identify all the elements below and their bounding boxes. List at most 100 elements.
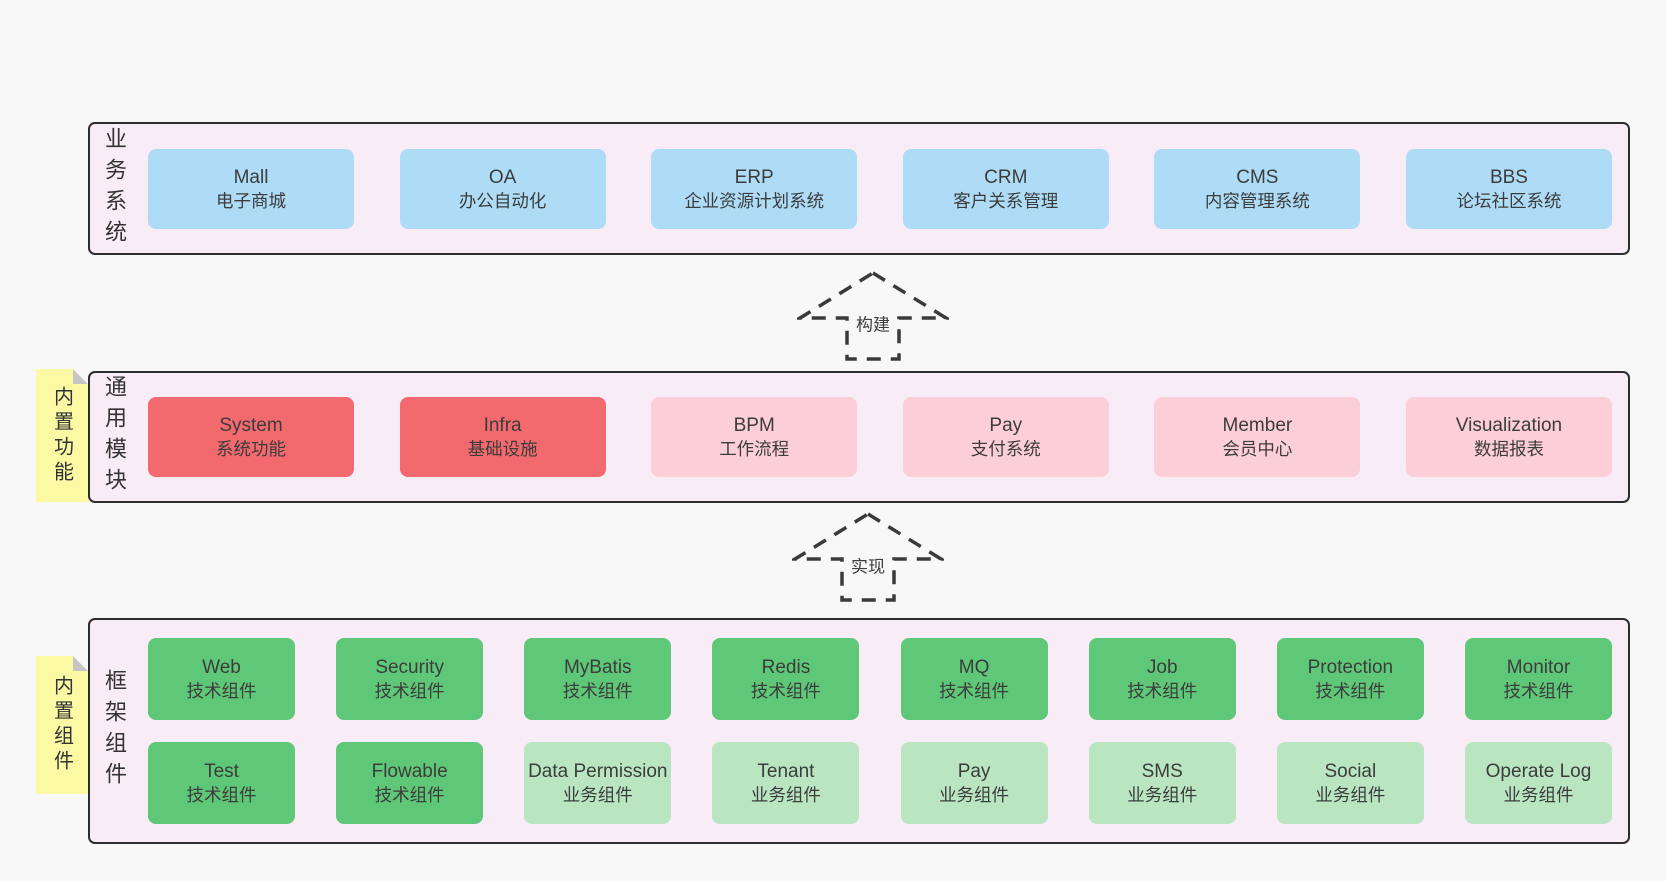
- box-subtitle: 业务组件: [1503, 785, 1574, 806]
- box-crm: CRM 客户关系管理: [902, 148, 1109, 229]
- box-monitor: Monitor 技术组件: [1464, 638, 1612, 720]
- folded-corner-icon: [73, 656, 88, 671]
- box-title: Social: [1324, 761, 1377, 783]
- box-infra: Infra 基础设施: [399, 397, 606, 477]
- box-bbs: BBS 论坛社区系统: [1405, 148, 1612, 229]
- layer-label-common-modules: 通用模块: [102, 375, 127, 499]
- layer-business-systems: 业务系统 Mall 电子商城 OA 办公自动化 ERP 企业资源计划系统 CRM…: [88, 122, 1630, 255]
- box-title: Monitor: [1506, 657, 1571, 679]
- sticky-note-builtin-features: 内置功能: [36, 369, 88, 502]
- sticky-note-builtin-components: 内置组件: [36, 656, 88, 794]
- framework-components-rows: Web 技术组件 Security 技术组件 MyBatis 技术组件 Redi…: [148, 620, 1612, 842]
- box-subtitle: 论坛社区系统: [1456, 190, 1562, 211]
- box-subtitle: 客户关系管理: [953, 190, 1059, 211]
- up-arrow-icon: [792, 511, 944, 602]
- box-subtitle: 技术组件: [186, 785, 257, 806]
- box-subtitle: 技术组件: [374, 785, 445, 806]
- box-title: Security: [375, 657, 444, 679]
- box-subtitle: 技术组件: [186, 681, 257, 702]
- box-subtitle: 工作流程: [719, 439, 790, 460]
- tech-components-row: Web 技术组件 Security 技术组件 MyBatis 技术组件 Redi…: [148, 638, 1612, 720]
- box-mq: MQ 技术组件: [900, 638, 1048, 720]
- box-title: CMS: [1236, 166, 1279, 188]
- layer-label-framework-components: 框架组件: [102, 669, 127, 793]
- folded-corner-icon: [73, 369, 88, 384]
- box-title: OA: [488, 166, 517, 188]
- box-title: Member: [1222, 415, 1293, 437]
- box-social: Social 业务组件: [1276, 742, 1424, 824]
- box-subtitle: 业务组件: [1127, 785, 1198, 806]
- box-tenant: Tenant 业务组件: [712, 742, 860, 824]
- box-cms: CMS 内容管理系统: [1154, 148, 1361, 229]
- box-title: Pay: [957, 761, 991, 783]
- box-web: Web 技术组件: [148, 638, 295, 720]
- arrow-build: 构建: [797, 270, 949, 362]
- box-title: Infra: [483, 415, 522, 437]
- box-subtitle: 会员中心: [1222, 439, 1293, 460]
- box-subtitle: 业务组件: [562, 785, 633, 806]
- common-modules-row: System 系统功能 Infra 基础设施 BPM 工作流程 Pay 支付系统…: [148, 373, 1612, 501]
- box-subtitle: 技术组件: [1503, 681, 1574, 702]
- box-bpm: BPM 工作流程: [651, 397, 858, 477]
- box-test: Test 技术组件: [148, 742, 295, 824]
- box-title: Operate Log: [1485, 761, 1592, 783]
- box-subtitle: 电子商城: [216, 190, 286, 211]
- box-member: Member 会员中心: [1154, 397, 1361, 477]
- box-subtitle: 技术组件: [939, 681, 1010, 702]
- box-subtitle: 技术组件: [1127, 681, 1198, 702]
- box-title: Data Permission: [528, 761, 668, 783]
- box-title: BBS: [1489, 166, 1528, 188]
- box-sms: SMS 业务组件: [1088, 742, 1236, 824]
- box-pay-business: Pay 业务组件: [900, 742, 1048, 824]
- box-title: Test: [204, 761, 239, 783]
- box-subtitle: 技术组件: [562, 681, 633, 702]
- box-title: Redis: [761, 657, 811, 679]
- box-mall: Mall 电子商城: [148, 148, 354, 229]
- box-subtitle: 技术组件: [1315, 681, 1386, 702]
- box-subtitle: 办公自动化: [458, 190, 547, 211]
- box-system: System 系统功能: [148, 397, 354, 477]
- box-subtitle: 系统功能: [216, 439, 286, 460]
- box-title: CRM: [984, 166, 1028, 188]
- box-title: Web: [202, 657, 241, 679]
- box-title: Tenant: [757, 761, 815, 783]
- business-systems-row: Mall 电子商城 OA 办公自动化 ERP 企业资源计划系统 CRM 客户关系…: [148, 124, 1612, 253]
- box-subtitle: 业务组件: [939, 785, 1010, 806]
- box-redis: Redis 技术组件: [712, 638, 860, 720]
- box-title: Mall: [233, 166, 269, 188]
- business-components-row: Test 技术组件 Flowable 技术组件 Data Permission …: [148, 742, 1612, 824]
- box-subtitle: 业务组件: [1315, 785, 1386, 806]
- box-title: SMS: [1141, 761, 1183, 783]
- arrow-implement: 实现: [792, 510, 944, 604]
- box-subtitle: 企业资源计划系统: [684, 190, 825, 211]
- box-title: Visualization: [1455, 415, 1563, 437]
- layer-common-modules: 通用模块 System 系统功能 Infra 基础设施 BPM 工作流程 Pay…: [88, 371, 1630, 503]
- sticky-note-text: 内置组件: [50, 675, 73, 775]
- box-erp: ERP 企业资源计划系统: [651, 148, 858, 229]
- up-arrow-icon: [797, 270, 949, 361]
- box-pay: Pay 支付系统: [902, 397, 1109, 477]
- sticky-note-text: 内置功能: [50, 385, 73, 486]
- arrow-implement-label: 实现: [848, 551, 888, 579]
- box-job: Job 技术组件: [1088, 638, 1236, 720]
- box-title: MQ: [958, 657, 990, 679]
- box-mybatis: MyBatis 技术组件: [524, 638, 672, 720]
- box-visualization: Visualization 数据报表: [1405, 397, 1612, 477]
- box-security: Security 技术组件: [336, 638, 484, 720]
- box-flowable: Flowable 技术组件: [336, 742, 484, 824]
- box-operate-log: Operate Log 业务组件: [1464, 742, 1612, 824]
- box-subtitle: 支付系统: [970, 439, 1041, 460]
- box-subtitle: 技术组件: [374, 681, 445, 702]
- arrow-build-label: 构建: [853, 309, 893, 337]
- layer-label-business-systems: 业务系统: [102, 126, 127, 251]
- box-protection: Protection 技术组件: [1276, 638, 1424, 720]
- box-title: Job: [1146, 657, 1178, 679]
- box-title: Flowable: [371, 761, 448, 783]
- box-subtitle: 基础设施: [467, 439, 538, 460]
- box-title: BPM: [733, 415, 775, 437]
- box-data-permission: Data Permission 业务组件: [524, 742, 672, 824]
- box-subtitle: 业务组件: [750, 785, 821, 806]
- box-title: MyBatis: [563, 657, 632, 679]
- box-title: Protection: [1307, 657, 1394, 679]
- layer-framework-components: 框架组件 Web 技术组件 Security 技术组件 MyBatis 技术组件…: [88, 618, 1630, 844]
